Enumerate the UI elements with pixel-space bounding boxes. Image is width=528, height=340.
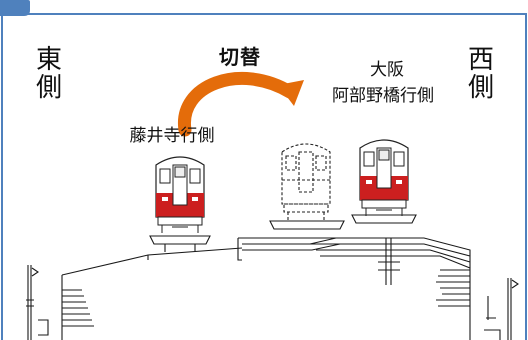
- west-side-label: 西 側: [466, 46, 496, 102]
- west-side-char-1: 西: [467, 45, 494, 75]
- east-side-char-1: 東: [35, 45, 62, 75]
- west-side-char-2: 側: [467, 73, 494, 103]
- east-side-label: 東 側: [34, 46, 64, 102]
- switch-label: 切替: [219, 45, 261, 69]
- train-abenobashi: [359, 139, 409, 216]
- osaka-label: 大阪: [370, 60, 404, 80]
- switch-arrow: [178, 72, 304, 137]
- header-tab: [0, 0, 30, 16]
- east-side-char-2: 側: [35, 73, 62, 103]
- fujiidera-label: 藤井寺行側: [129, 126, 215, 146]
- frame-border: [1, 13, 527, 340]
- train-platforms: [149, 214, 417, 252]
- track-structure: [26, 237, 519, 340]
- train-fujiidera: [155, 156, 205, 233]
- abenobashi-label: 阿部野橋行側: [332, 86, 434, 106]
- train-ghost: [281, 143, 331, 220]
